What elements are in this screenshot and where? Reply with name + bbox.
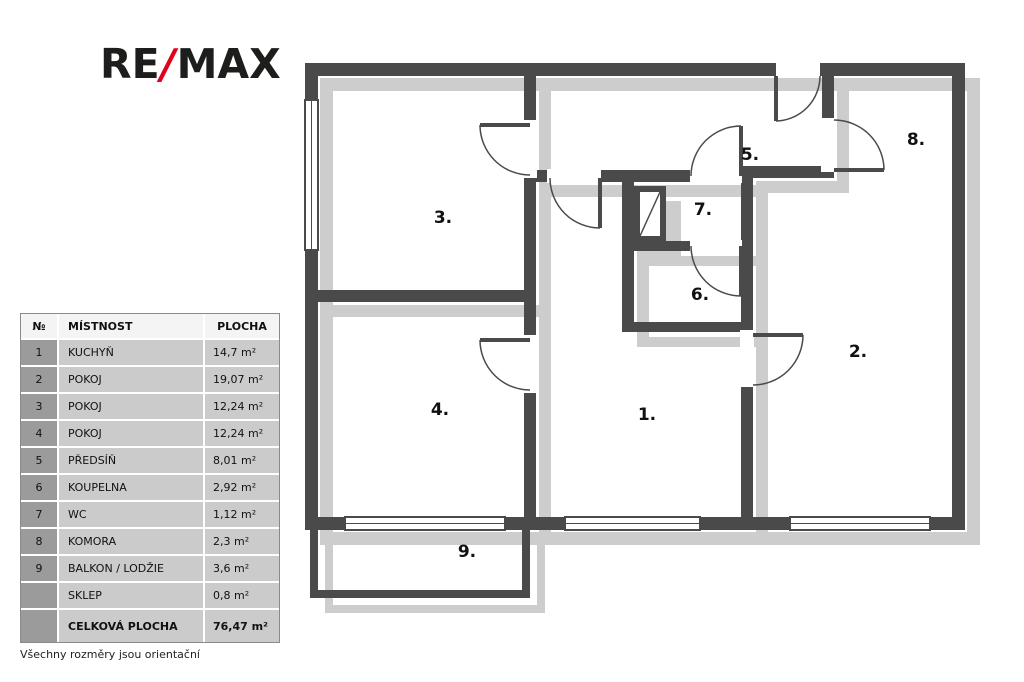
cell-num: 5 <box>21 448 59 475</box>
cell-num: 9 <box>21 556 59 583</box>
cell-room: POKOJ <box>59 367 205 394</box>
table-row: 6 KOUPELNA 2,92 m² <box>21 475 279 502</box>
cell-num: 8 <box>21 529 59 556</box>
table-row: 9 BALKON / LODŽIE 3,6 m² <box>21 556 279 583</box>
table-row: 3 POKOJ 12,24 m² <box>21 394 279 421</box>
door-swings <box>479 75 885 391</box>
table-row: 8 KOMORA 2,3 m² <box>21 529 279 556</box>
cell-room: KOMORA <box>59 529 205 556</box>
cell-area: 3,6 m² <box>205 556 279 583</box>
cell-area: 14,7 m² <box>205 340 279 367</box>
room-label-7: 7. <box>694 200 712 220</box>
room-label-4: 4. <box>431 400 449 420</box>
table-total-row: CELKOVÁ PLOCHA 76,47 m² <box>21 610 279 642</box>
cell-room: WC <box>59 502 205 529</box>
cell-room: SKLEP <box>59 583 205 610</box>
cell-room: POKOJ <box>59 421 205 448</box>
cell-area: 2,3 m² <box>205 529 279 556</box>
room-label-2: 2. <box>849 342 867 362</box>
cell-num: 7 <box>21 502 59 529</box>
cell-area: 12,24 m² <box>205 421 279 448</box>
cell-room: PŘEDSÍŇ <box>59 448 205 475</box>
cell-area: 1,12 m² <box>205 502 279 529</box>
cell-num: 1 <box>21 340 59 367</box>
cell-room: KOUPELNA <box>59 475 205 502</box>
room-label-6: 6. <box>691 285 709 305</box>
cell-room: KUCHYŇ <box>59 340 205 367</box>
header-area: PLOCHA <box>205 314 279 340</box>
logo-max: MAX <box>176 40 281 88</box>
wall-shadow <box>320 78 980 613</box>
door-openings <box>523 62 835 393</box>
total-room: CELKOVÁ PLOCHA <box>59 610 205 642</box>
cell-num: 6 <box>21 475 59 502</box>
cell-area: 0,8 m² <box>205 583 279 610</box>
remax-logo: RE/MAX <box>100 40 281 88</box>
table-header-row: № MÍSTNOST PLOCHA <box>21 314 279 340</box>
logo-re: RE <box>100 40 160 88</box>
room-label-8: 8. <box>907 130 925 150</box>
cell-num: 3 <box>21 394 59 421</box>
cell-area: 19,07 m² <box>205 367 279 394</box>
windows <box>304 99 931 531</box>
room-label-5: 5. <box>741 145 759 165</box>
shaft-detail <box>639 191 661 237</box>
table-row: 1 KUCHYŇ 14,7 m² <box>21 340 279 367</box>
cell-area: 2,92 m² <box>205 475 279 502</box>
table-row: 7 WC 1,12 m² <box>21 502 279 529</box>
header-num: № <box>21 314 59 340</box>
cell-num: 2 <box>21 367 59 394</box>
logo-slash-icon: / <box>160 40 176 88</box>
cell-room: POKOJ <box>59 394 205 421</box>
header-room: MÍSTNOST <box>59 314 205 340</box>
cell-room: BALKON / LODŽIE <box>59 556 205 583</box>
disclaimer-note: Všechny rozměry jsou orientační <box>20 648 200 661</box>
table-row: 5 PŘEDSÍŇ 8,01 m² <box>21 448 279 475</box>
cell-area: 8,01 m² <box>205 448 279 475</box>
cell-area: 12,24 m² <box>205 394 279 421</box>
room-areas-table: № MÍSTNOST PLOCHA 1 KUCHYŇ 14,7 m² 2 POK… <box>20 313 280 643</box>
room-label-3: 3. <box>434 208 452 228</box>
table-row: 4 POKOJ 12,24 m² <box>21 421 279 448</box>
cell-num <box>21 583 59 610</box>
room-label-9: 9. <box>458 542 476 562</box>
table-row: 2 POKOJ 19,07 m² <box>21 367 279 394</box>
total-area: 76,47 m² <box>205 610 279 642</box>
cell-num: 4 <box>21 421 59 448</box>
room-label-1: 1. <box>638 405 656 425</box>
table-row: SKLEP 0,8 m² <box>21 583 279 610</box>
total-num <box>21 610 59 642</box>
